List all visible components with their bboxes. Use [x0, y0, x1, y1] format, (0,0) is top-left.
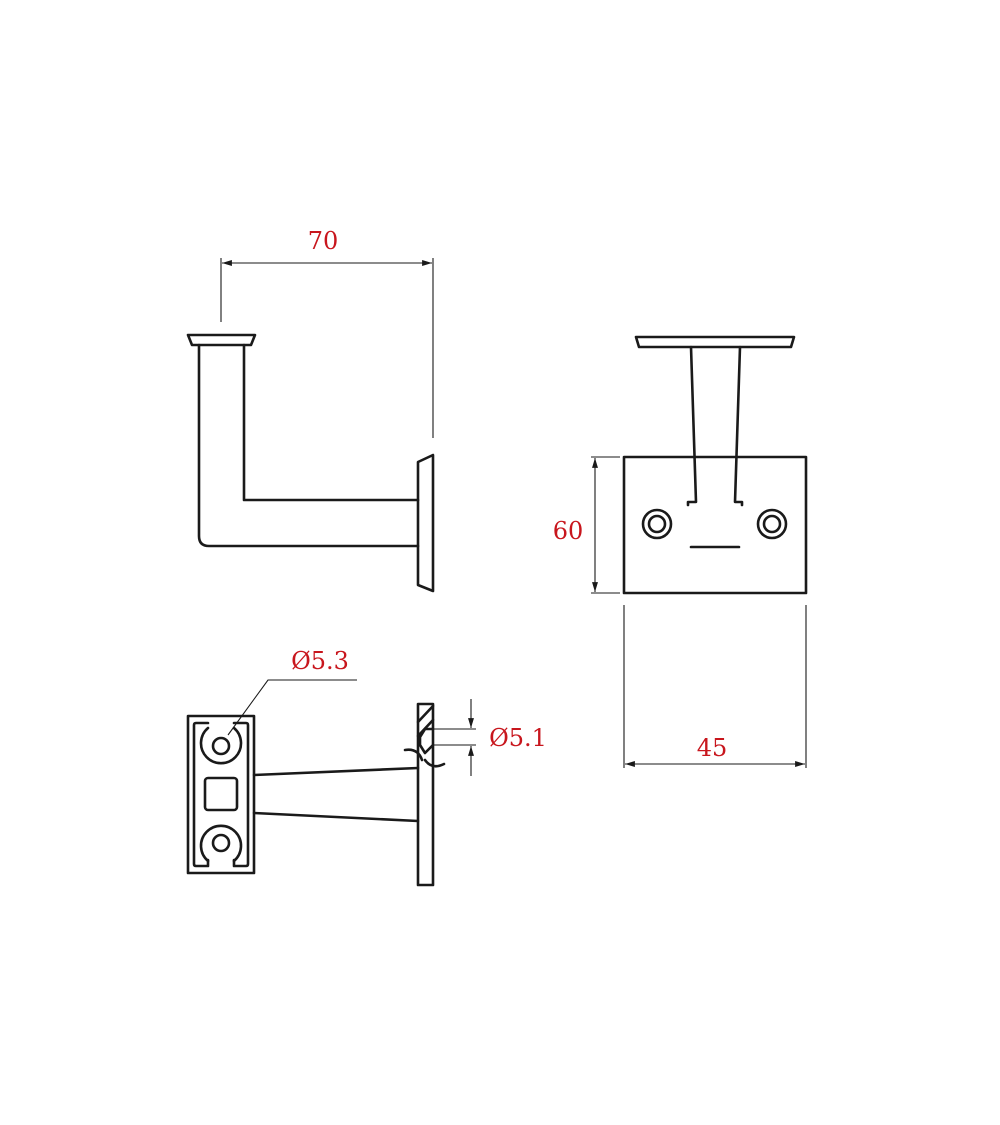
mounting-hole	[756, 508, 788, 540]
dimension-60: 60	[553, 517, 584, 545]
mounting-hole	[641, 508, 673, 540]
dimension-45: 45	[697, 734, 728, 762]
top-view: Ø5.3 Ø5.1	[186, 647, 547, 887]
dimension-hole-diameter: Ø5.3	[291, 647, 349, 675]
front-view: 60 45	[553, 335, 808, 768]
dimension-screw-diameter: Ø5.1	[489, 724, 547, 752]
side-view: 70	[186, 227, 435, 593]
dimension-70: 70	[308, 227, 339, 255]
